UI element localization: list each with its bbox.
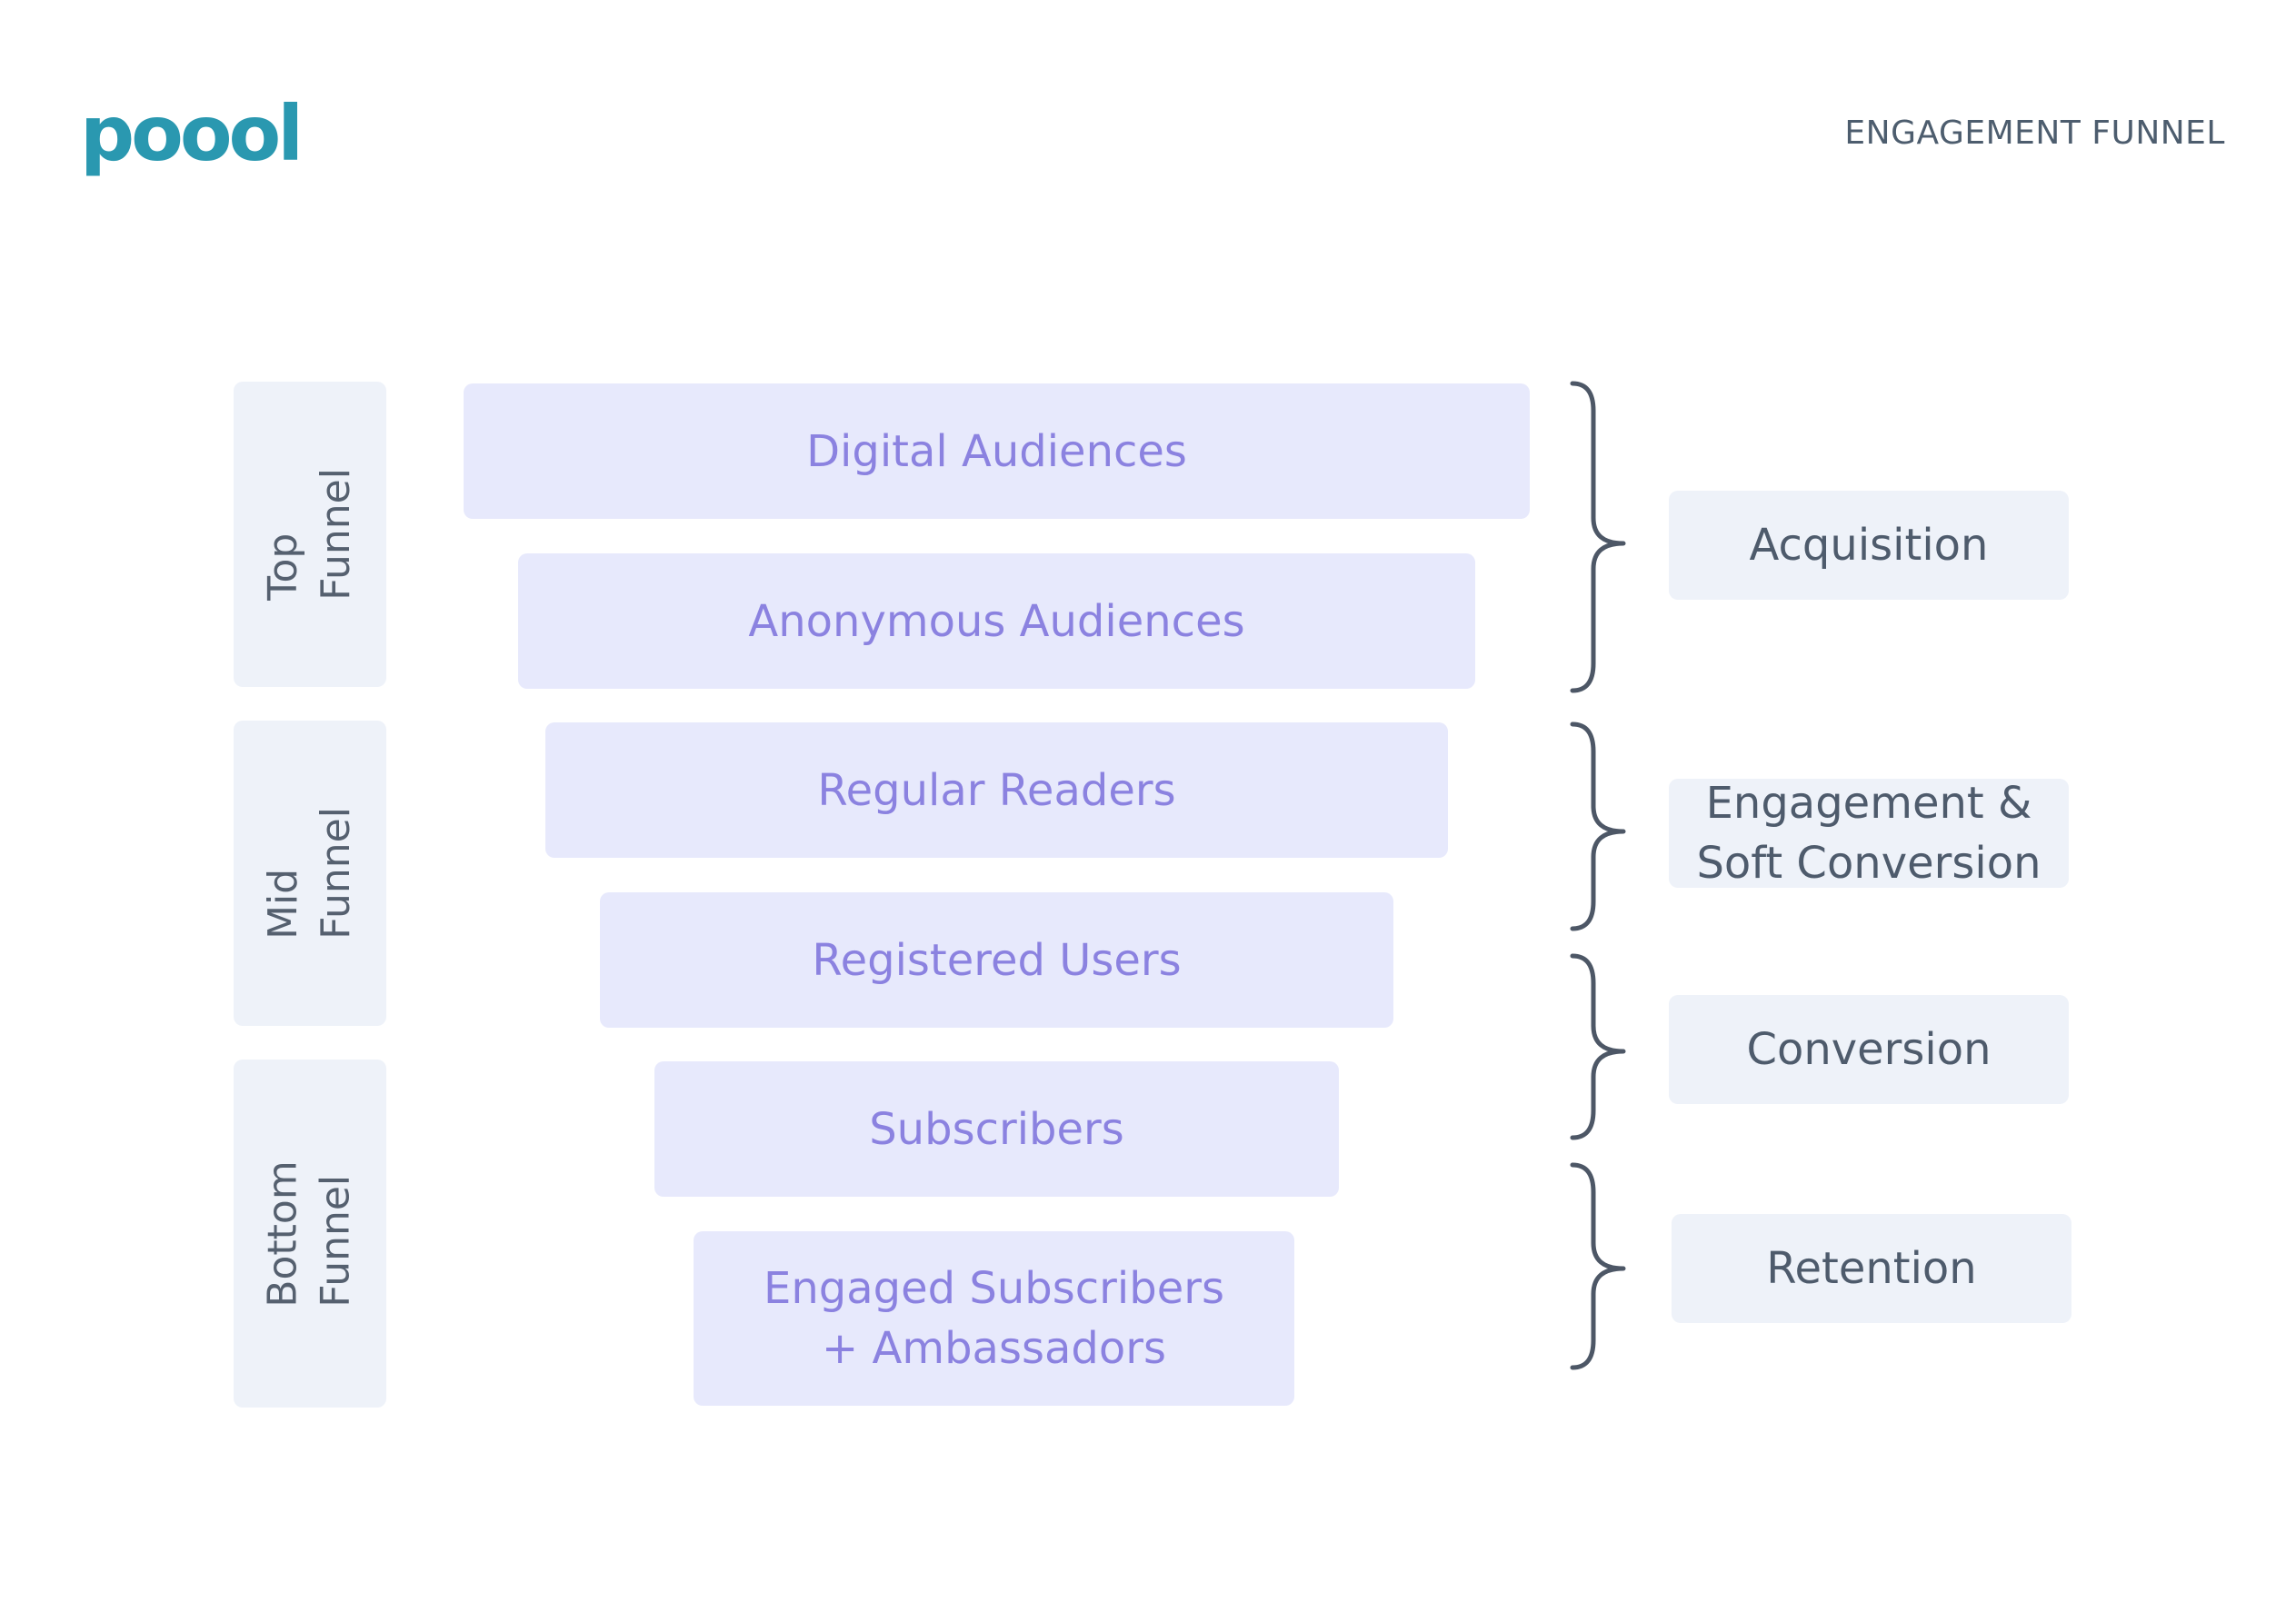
- stage-bottom-funnel: Bottom Funnel: [234, 1060, 386, 1408]
- phase-label: Engagement & Soft Conversion: [1696, 778, 2041, 889]
- level-label: Subscribers: [869, 1103, 1124, 1155]
- phase-braces: [1570, 381, 1626, 1370]
- phase-acquisition: Acquisition: [1669, 491, 2069, 600]
- brace-acquisition-icon: [1570, 381, 1626, 693]
- poool-logo: poool: [80, 95, 304, 172]
- funnel-level-anonymous-audiences: Anonymous Audiences: [518, 553, 1475, 689]
- phase-label: Acquisition: [1749, 520, 1989, 571]
- page-title: ENGAGEMENT FUNNEL: [1844, 114, 2225, 152]
- level-label: Registered Users: [812, 934, 1182, 986]
- funnel-level-digital-audiences: Digital Audiences: [464, 383, 1530, 519]
- stage-mid-funnel: Mid Funnel: [234, 721, 386, 1026]
- level-label: Engaged Subscribers + Ambassadors: [764, 1263, 1224, 1374]
- level-label: Digital Audiences: [806, 425, 1187, 477]
- funnel-level-registered-users: Registered Users: [600, 892, 1393, 1028]
- phase-label: Retention: [1766, 1243, 1977, 1294]
- level-label: Anonymous Audiences: [748, 595, 1245, 647]
- funnel-level-subscribers: Subscribers: [654, 1061, 1339, 1197]
- stage-label: Mid Funnel: [259, 807, 359, 940]
- phase-retention: Retention: [1672, 1214, 2071, 1323]
- phase-engagement-soft-conversion: Engagement & Soft Conversion: [1669, 778, 2069, 889]
- funnel-level-regular-readers: Regular Readers: [545, 722, 1448, 858]
- level-label: Regular Readers: [817, 764, 1176, 816]
- stage-top-funnel: Top Funnel: [234, 382, 386, 687]
- funnel-level-engaged-subscribers: Engaged Subscribers + Ambassadors: [694, 1231, 1294, 1406]
- brace-conversion-icon: [1570, 953, 1626, 1140]
- brace-engagement-icon: [1570, 721, 1626, 931]
- logo-text: poool: [80, 89, 304, 178]
- phase-conversion: Conversion: [1669, 995, 2069, 1104]
- brace-retention-icon: [1570, 1162, 1626, 1370]
- stage-label: Bottom Funnel: [259, 1159, 359, 1308]
- phase-label: Conversion: [1746, 1024, 1992, 1075]
- stage-label: Top Funnel: [259, 468, 359, 601]
